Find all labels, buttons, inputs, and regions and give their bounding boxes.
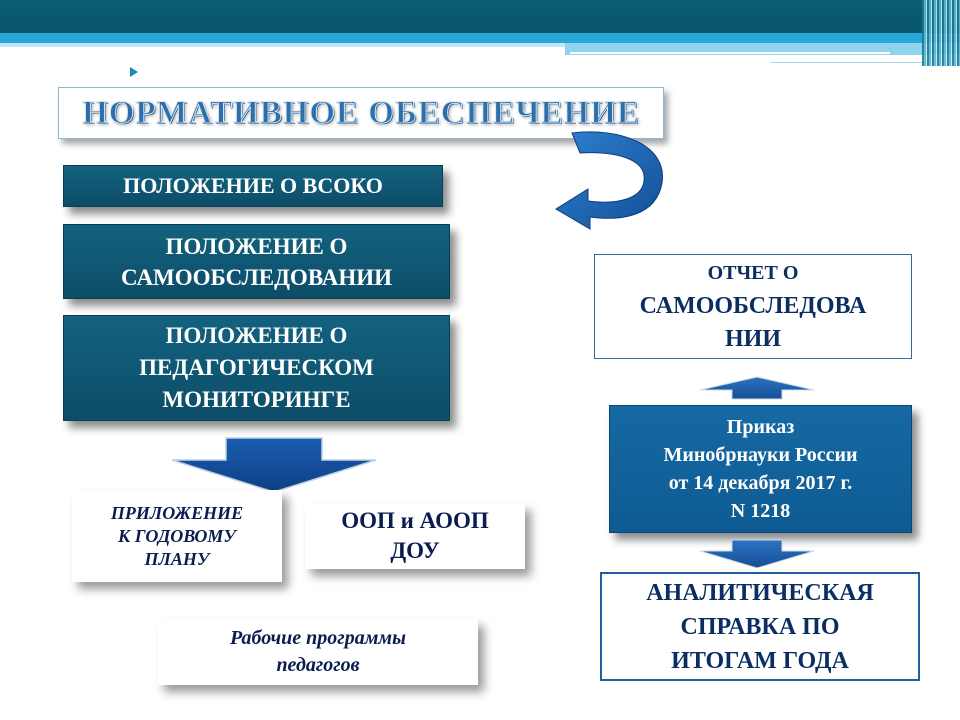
page-title: НОРМАТИВНОЕ ОБЕСПЕЧЕНИЕ — [82, 94, 640, 131]
box-pedagogical-monitoring: ПОЛОЖЕНИЕ О ПЕДАГОГИЧЕСКОМ МОНИТОРИНГЕ — [63, 315, 450, 421]
small-down-arrow-icon — [699, 539, 815, 569]
title-box: НОРМАТИВНОЕ ОБЕСПЕЧЕНИЕ — [58, 87, 664, 139]
order-line: Приказ — [726, 416, 795, 438]
oop-line: ООП и АООП — [341, 508, 489, 533]
appendix-line: К ГОДОВОМУ — [118, 525, 236, 546]
box-monitoring-line: ПОЛОЖЕНИЕ О — [165, 323, 348, 348]
order-line: Минобрнауки России — [663, 444, 858, 466]
down-arrow-icon — [171, 437, 377, 493]
appendix-line: ПЛАНУ — [144, 548, 210, 569]
header-band — [0, 0, 960, 33]
box-annual-plan-appendix: ПРИЛОЖЕНИЕ К ГОДОВОМУ ПЛАНУ — [72, 490, 282, 582]
report-line: ОТЧЕТ О — [707, 262, 799, 284]
box-monitoring-line: МОНИТОРИНГЕ — [162, 387, 351, 412]
header-accent-strip — [0, 43, 565, 47]
analytic-line: СПРАВКА ПО — [680, 613, 840, 640]
header-accent-band — [0, 33, 960, 43]
header-underline — [770, 62, 960, 63]
box-self-examination: ПОЛОЖЕНИЕ О САМООБСЛЕДОВАНИИ — [63, 224, 450, 299]
appendix-line: ПРИЛОЖЕНИЕ — [110, 502, 244, 523]
box-analytic-report: АНАЛИТИЧЕСКАЯ СПРАВКА ПО ИТОГАМ ГОДА — [600, 572, 920, 681]
bullet-icon — [130, 67, 138, 77]
programs-line: педагогов — [276, 654, 360, 676]
box-vsoko-label: ПОЛОЖЕНИЕ О ВСОКО — [123, 173, 383, 198]
header-stripes — [922, 0, 960, 66]
analytic-line: АНАЛИТИЧЕСКАЯ — [646, 579, 874, 606]
box-vsoko: ПОЛОЖЕНИЕ О ВСОКО — [63, 165, 443, 207]
report-line: НИИ — [724, 326, 781, 352]
box-ministry-order: Приказ Минобрнауки России от 14 декабря … — [609, 405, 912, 533]
header-thin-line — [570, 52, 890, 54]
oop-line: ДОУ — [390, 538, 440, 563]
box-monitoring-line: ПЕДАГОГИЧЕСКОМ — [139, 355, 374, 380]
analytic-line: ИТОГАМ ГОДА — [671, 647, 849, 674]
box-self-examination-line: ПОЛОЖЕНИЕ О — [165, 233, 348, 259]
order-line: от 14 декабря 2017 г. — [668, 472, 853, 494]
programs-line: Рабочие программы — [230, 627, 406, 649]
report-line: САМООБСЛЕДОВА — [639, 293, 867, 319]
up-arrow-icon — [699, 376, 815, 400]
order-line: N 1218 — [730, 500, 791, 522]
curved-arrow-icon — [555, 131, 663, 230]
box-oop-aoop: ООП и АООП ДОУ — [305, 503, 525, 569]
box-self-examination-line: САМООБСЛЕДОВАНИИ — [120, 264, 392, 290]
box-work-programs: Рабочие программы педагогов — [158, 619, 478, 685]
box-self-examination-report: ОТЧЕТ О САМООБСЛЕДОВА НИИ — [594, 254, 912, 359]
